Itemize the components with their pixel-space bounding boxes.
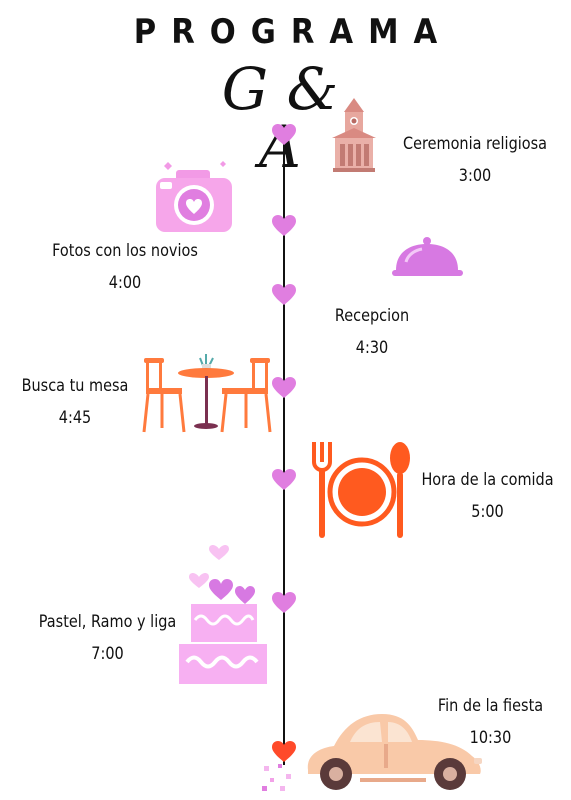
event-recepcion: Recepcion 4:30 xyxy=(321,300,423,364)
event-name: Busca tu mesa xyxy=(21,376,129,396)
event-fotos: Fotos con los novios 4:00 xyxy=(40,235,210,299)
table-chairs-icon xyxy=(142,354,272,433)
event-name: Fin de la fiesta xyxy=(437,696,544,716)
event-time: 5:00 xyxy=(471,502,504,522)
church-icon xyxy=(332,98,376,172)
event-comida: Hora de la comida 5:00 xyxy=(417,464,557,528)
event-name: Fotos con los novios xyxy=(52,241,198,261)
event-time: 4:45 xyxy=(58,408,92,428)
heart-icon xyxy=(272,124,296,145)
plate-cutlery-icon xyxy=(312,442,410,538)
event-pastel: Pastel, Ramo y liga 7:00 xyxy=(33,606,182,670)
event-fin-fiesta: Fin de la fiesta 10:30 xyxy=(429,690,552,754)
event-name: Pastel, Ramo y liga xyxy=(38,612,177,632)
event-time: 10:30 xyxy=(469,728,512,748)
camera-icon xyxy=(156,161,232,232)
heart-icon-final xyxy=(272,741,296,762)
heart-icon xyxy=(272,377,296,398)
event-ceremonia: Ceremonia religiosa 3:00 xyxy=(399,128,552,192)
event-time: 4:30 xyxy=(355,338,389,358)
event-time: 7:00 xyxy=(91,644,124,664)
event-busca-mesa: Busca tu mesa 4:45 xyxy=(20,370,131,434)
event-time: 4:00 xyxy=(108,273,142,293)
heart-icon xyxy=(272,592,296,613)
confetti-icon xyxy=(262,764,291,791)
heart-icon xyxy=(272,469,296,490)
event-name: Ceremonia religiosa xyxy=(403,134,547,154)
car-icon xyxy=(307,714,482,790)
heart-icon xyxy=(272,284,296,305)
event-name: Hora de la comida xyxy=(421,470,554,490)
cake-icon xyxy=(179,545,267,684)
event-time: 3:00 xyxy=(458,166,492,186)
event-name: Recepcion xyxy=(334,306,410,326)
cloche-icon xyxy=(392,237,463,276)
timeline-line xyxy=(283,135,285,765)
heart-icon xyxy=(272,215,296,236)
page-title: PROGRAMA xyxy=(133,12,453,52)
